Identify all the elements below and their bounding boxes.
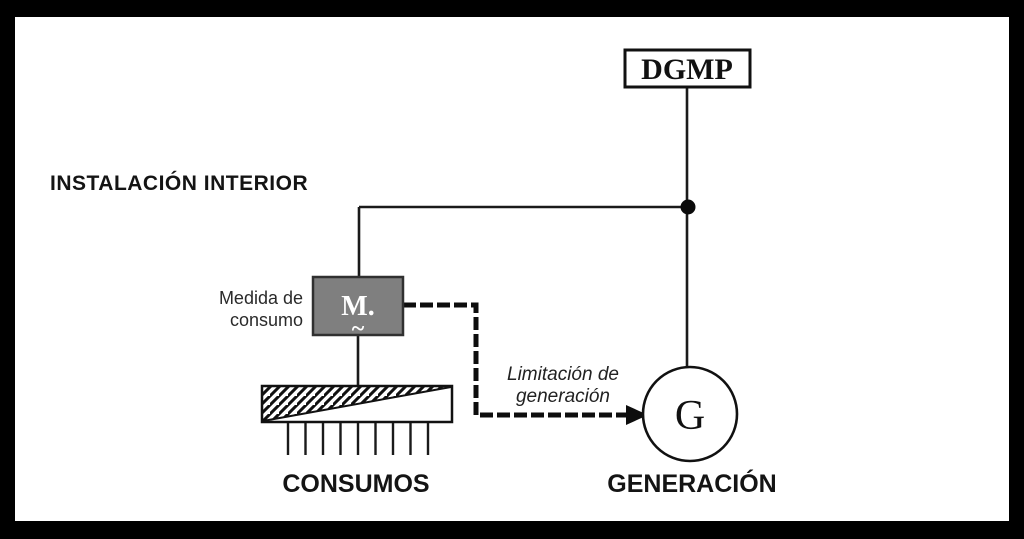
limitation-caption-line2: generación: [516, 386, 610, 407]
generator-caption: GENERACIÓN: [607, 468, 776, 498]
generator-circle: [641, 365, 739, 463]
arrowhead-icon: [626, 405, 648, 425]
loads-diagonal-line: [262, 386, 452, 422]
dgmp-box: [623, 48, 752, 89]
loads-feeder-lines: [286, 423, 430, 455]
meter-label: M.: [341, 291, 374, 322]
limitation-signal-line: [403, 302, 628, 418]
loads-caption: CONSUMOS: [282, 470, 429, 498]
meter-box: [311, 275, 405, 337]
meter-ac-symbol: ~: [352, 316, 365, 342]
limitation-caption-line1: Limitación de: [507, 364, 619, 385]
generator-label: G: [675, 393, 705, 439]
page-title: INSTALACIÓN INTERIOR: [50, 171, 308, 195]
meter-caption-line1: Medida de: [219, 288, 303, 308]
junction-dot: [680, 199, 696, 215]
meter-caption-line2: consumo: [230, 310, 303, 330]
dgmp-label: DGMP: [641, 53, 733, 86]
canvas-background: [15, 17, 1009, 521]
